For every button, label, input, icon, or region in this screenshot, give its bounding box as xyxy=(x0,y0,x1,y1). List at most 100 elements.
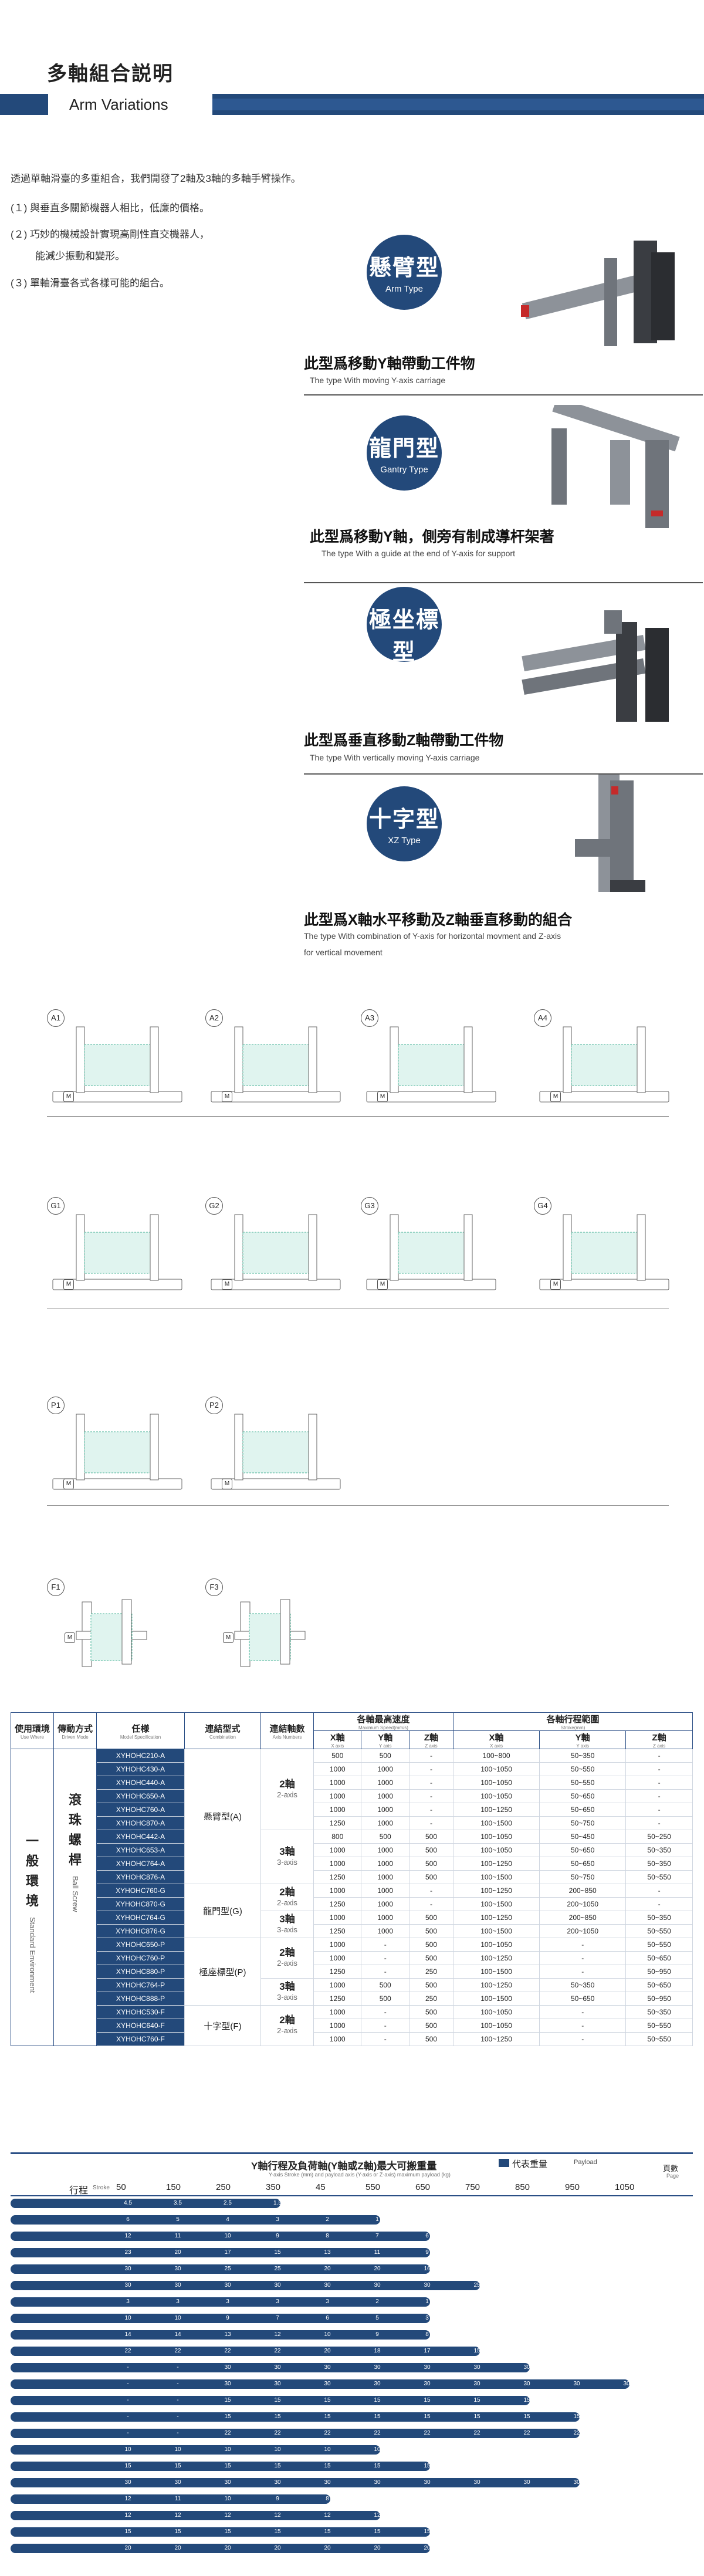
load-value: 20 xyxy=(374,2545,381,2551)
intro-line: 能減少振動和變形。 xyxy=(35,251,125,262)
value-cell: - xyxy=(625,1776,693,1790)
value-cell: 1250 xyxy=(313,1816,362,1830)
load-value: 15 xyxy=(523,2413,530,2420)
load-value: 14 xyxy=(124,2331,131,2338)
value-cell: 500 xyxy=(408,1843,454,1857)
load-value: 12 xyxy=(274,2512,281,2518)
load-value: 15 xyxy=(473,2413,480,2420)
load-value: 2 xyxy=(375,2298,379,2305)
value-cell: 500 xyxy=(408,1978,454,1992)
load-value: 8 xyxy=(425,2331,429,2338)
diagram-label: A3 xyxy=(361,1009,378,1027)
load-value: 30 xyxy=(274,2381,281,2387)
stroke-tick: 1050 xyxy=(615,2182,635,2192)
load-bar xyxy=(11,2527,430,2537)
value-cell: 1000 xyxy=(313,1911,362,1925)
intro-line: 透過單軸滑臺的多重組合，我們開發了2軸及3軸的多軸手臂操作。 xyxy=(11,173,301,184)
value-cell: 100~1250 xyxy=(452,1978,540,1992)
value-cell: - xyxy=(625,1762,693,1776)
model-cell: XYHOHC888-P xyxy=(96,1992,185,2006)
value-cell: 100~1250 xyxy=(452,1803,540,1817)
load-value: 15 xyxy=(224,2397,231,2403)
load-value: 30 xyxy=(473,2381,480,2387)
value-cell: - xyxy=(539,2032,627,2046)
divider xyxy=(304,773,703,775)
load-value: 12 xyxy=(224,2512,231,2518)
value-cell: 50~350 xyxy=(539,1749,627,1763)
load-value: 30 xyxy=(473,2479,480,2486)
value-cell: 500 xyxy=(361,1749,409,1763)
value-cell: - xyxy=(539,2019,627,2033)
value-cell: 50~550 xyxy=(539,1762,627,1776)
stroke-tick: 950 xyxy=(565,2182,580,2192)
load-value: 13 xyxy=(324,2249,331,2256)
model-cell: XYHOHC760-F xyxy=(96,2032,185,2046)
value-cell: - xyxy=(625,1897,693,1911)
load-value: 3 xyxy=(425,2315,429,2321)
model-cell: XYHOHC653-A xyxy=(96,1843,185,1857)
value-cell: 1000 xyxy=(313,1978,362,1992)
load-value: 15 xyxy=(174,2463,181,2469)
intro-line: (１) 與垂直多關節機器人相比，低廉的價格。 xyxy=(11,202,210,214)
load-value: 23 xyxy=(124,2249,131,2256)
value-cell: - xyxy=(361,1965,409,1979)
value-cell: 100~1500 xyxy=(452,1870,540,1884)
type-description-en-2: for vertical movement xyxy=(304,948,383,957)
value-cell: 500 xyxy=(361,1978,409,1992)
value-cell: - xyxy=(625,1803,693,1817)
value-cell: 500 xyxy=(408,2005,454,2019)
value-cell: 1000 xyxy=(361,1911,409,1925)
load-value: 10 xyxy=(224,2446,231,2453)
load-value: 30 xyxy=(523,2381,530,2387)
value-cell: 50~550 xyxy=(625,1938,693,1952)
model-cell: XYHOHC760-P xyxy=(96,1951,185,1965)
motor-icon: M xyxy=(550,1279,561,1290)
load-value: 3 xyxy=(226,2298,229,2305)
value-cell: 50~650 xyxy=(539,1857,627,1871)
motor-icon: M xyxy=(550,1091,561,1102)
load-bar xyxy=(11,2314,430,2323)
load-value: 22 xyxy=(274,2430,281,2436)
diagram-label: P2 xyxy=(205,1397,223,1414)
value-cell: - xyxy=(408,1897,454,1911)
model-cell: XYHOHC764-P xyxy=(96,1978,185,1992)
value-cell: 50~350 xyxy=(625,1911,693,1925)
load-value: 15 xyxy=(473,2397,480,2403)
divider xyxy=(304,582,703,583)
model-cell: XYHOHC876-A xyxy=(96,1870,185,1884)
value-cell: 100~800 xyxy=(452,1749,540,1763)
value-cell: 50~350 xyxy=(625,1843,693,1857)
value-cell: 1000 xyxy=(361,1924,409,1938)
model-cell: XYHOHC876-G xyxy=(96,1924,185,1938)
load-value: - xyxy=(177,2381,179,2387)
page-col-label-en: Page xyxy=(666,2173,679,2179)
load-value: 9 xyxy=(226,2315,229,2321)
value-cell: 1000 xyxy=(361,1762,409,1776)
value-cell: - xyxy=(625,1789,693,1803)
load-value: 30 xyxy=(424,2282,431,2288)
load-value: - xyxy=(127,2364,129,2371)
load-value: 22 xyxy=(424,2430,431,2436)
load-value: 7 xyxy=(276,2315,279,2321)
load-value: 3.5 xyxy=(174,2200,182,2206)
value-cell: 50~550 xyxy=(625,2019,693,2033)
diagram-label: A4 xyxy=(534,1009,551,1027)
header-bar-gap xyxy=(48,94,212,115)
load-value: 10 xyxy=(224,2496,231,2502)
divider xyxy=(47,1116,669,1117)
page-title: 多軸組合説明 xyxy=(47,63,174,85)
